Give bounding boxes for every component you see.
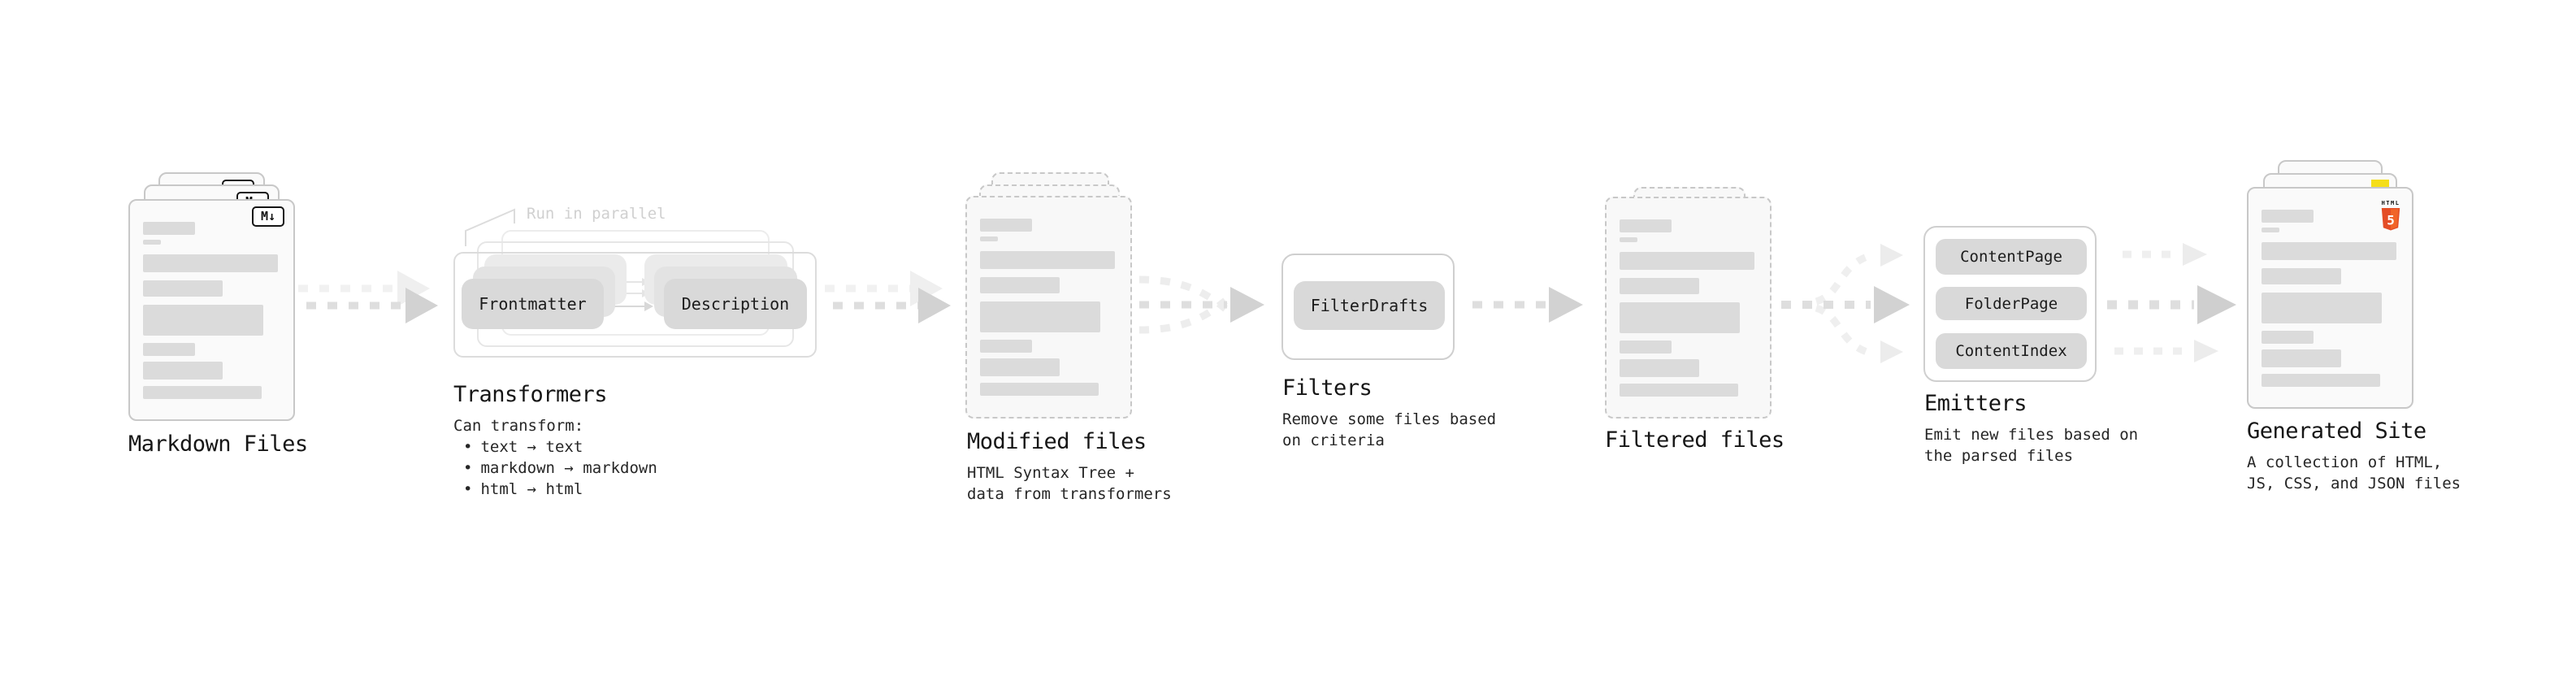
flow-arrow-transformers-to-modified [825,271,951,323]
filtered-files-label: Filtered files [1605,427,1785,453]
bullet-icon: • [463,480,473,498]
modified-files-stack [965,172,1132,419]
filtered-files-stack [1605,187,1772,428]
doc-content-placeholder [967,219,1130,396]
stage-description: Can transform: •text → text •markdown → … [453,415,657,500]
flow-arrow-modified-to-filters [1138,275,1264,334]
bullet-line: •markdown → markdown [463,459,657,477]
stage-description: Remove some files based on criteria [1282,409,1496,451]
emitters-label: Emitters Emit new files based on the par… [1924,391,2138,466]
flow-arrow-markdown-to-transformers [298,271,438,323]
emitter-node-contentindex: ContentIndex [1936,333,2087,369]
markdown-files-label: Markdown Files [128,432,308,457]
transformer-node-frontmatter: Frontmatter [462,279,604,329]
markdown-icon: M↓ [252,206,284,227]
stage-title: Emitters [1924,391,2027,416]
svg-text:5: 5 [2387,213,2395,228]
modified-files-label: Modified files HTML Syntax Tree + data f… [967,429,1172,505]
filtered-file-card [1605,197,1772,419]
doc-content-placeholder [1607,219,1770,397]
emitter-node-contentpage: ContentPage [1936,239,2087,275]
transformers-box [453,252,817,358]
filters-label: Filters Remove some files based on crite… [1282,375,1496,451]
emitters-box: ContentPage FolderPage ContentIndex [1923,226,2097,382]
bullet-icon: • [463,459,473,477]
transformer-node-description: Description [664,279,807,329]
description-line: JS, CSS, and JSON files [2247,475,2461,492]
generated-site-stack: CSS HTML 5 [2247,160,2413,409]
stage-title: Generated Site [2247,419,2426,444]
stage-title: Filters [1282,375,1373,401]
run-in-parallel-annotation: Run in parallel [527,205,666,223]
stage-title: Filtered files [1605,427,1785,453]
doc-content-placeholder [2249,210,2412,387]
description-line: A collection of HTML, [2247,453,2443,471]
transformers-label: Transformers Can transform: •text → text… [453,382,657,500]
html5-icon: HTML 5 [2379,193,2403,234]
flow-arrow-emitters-to-site [2107,243,2236,362]
stage-description: HTML Syntax Tree + data from transformer… [967,462,1172,505]
stage-title: Markdown Files [128,432,308,457]
site-file-card-html: HTML 5 [2247,187,2413,409]
bullet-line: •html → html [463,480,583,498]
bullet-icon: • [463,438,473,456]
description-line: data from transformers [967,485,1172,503]
stage-title: Transformers [453,382,608,407]
filters-box: FilterDrafts [1281,254,1455,360]
description-line: the parsed files [1924,447,2074,465]
emitter-node-folderpage: FolderPage [1936,287,2087,320]
description-line: Can transform: [453,417,584,435]
annotation-callout-line [465,208,515,246]
description-line: Emit new files based on [1924,426,2139,444]
filter-node-filterdrafts: FilterDrafts [1294,281,1445,330]
description-line: Remove some files based [1282,410,1497,428]
flow-arrow-filters-to-filtered [1472,287,1583,323]
markdown-file-card: M↓ [128,199,295,421]
modified-file-card [965,196,1132,419]
stage-description: A collection of HTML, JS, CSS, and JSON … [2247,452,2461,494]
flow-arrow-filtered-to-emitters [1781,244,1910,363]
markdown-files-stack: M↓ M↓ M↓ [128,172,295,422]
doc-content-placeholder [130,222,293,399]
description-line: HTML Syntax Tree + [967,464,1134,482]
description-line: on criteria [1282,432,1385,449]
stage-description: Emit new files based on the parsed files [1924,424,2138,466]
generated-site-label: Generated Site A collection of HTML, JS,… [2247,419,2461,494]
bullet-line: •text → text [463,438,583,456]
stage-title: Modified files [967,429,1147,454]
